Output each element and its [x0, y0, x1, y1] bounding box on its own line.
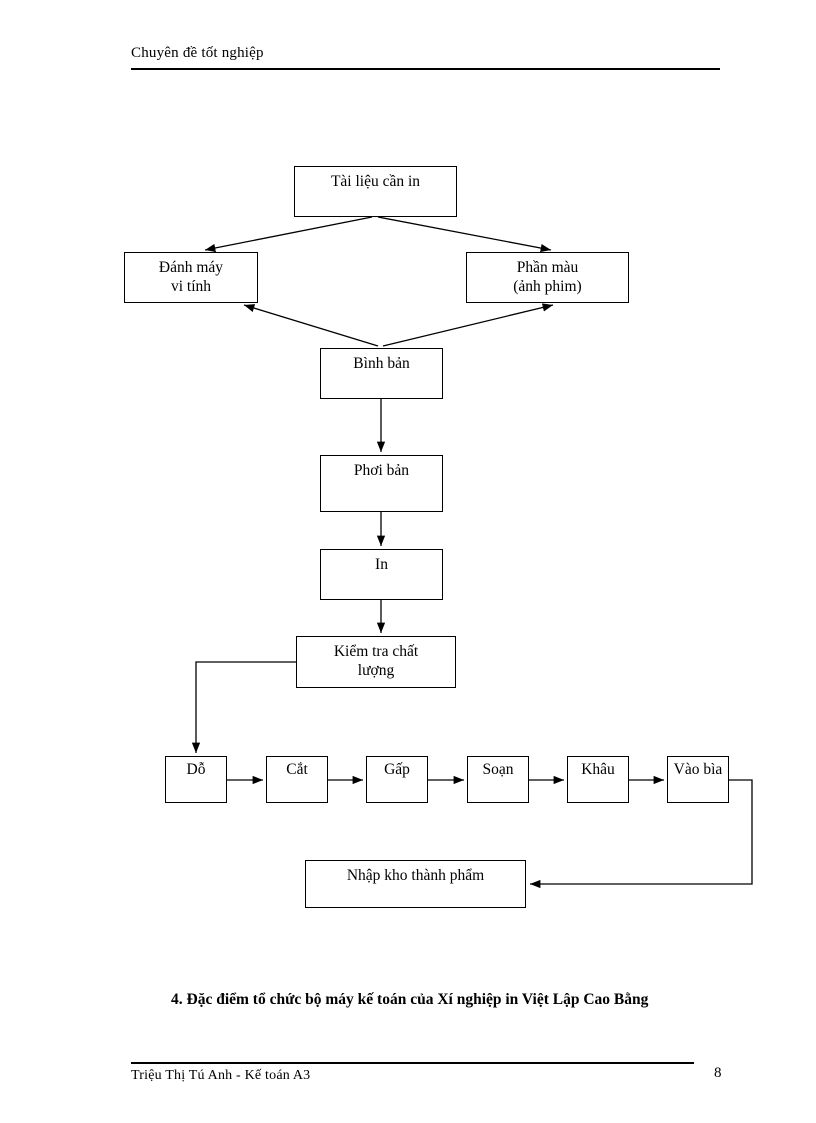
flow-node-phoi-ban: Phơi bản: [320, 455, 443, 512]
flow-node-tai-lieu-can-in: Tài liệu cần in: [294, 166, 457, 217]
flow-node-danh-may-vi-tinh: Đánh máy vi tính: [124, 252, 258, 303]
flow-node-label: Dỗ: [186, 761, 206, 778]
arrow-vaobia-to-nhapkho: [530, 779, 753, 889]
flow-node-cat: Cắt: [266, 756, 328, 803]
flow-node-phan-mau-anh-phim: Phần màu (ảnh phim): [466, 252, 629, 303]
header-title: Chuyên đề tốt nghiệp: [131, 45, 264, 61]
flow-node-do: Dỗ: [165, 756, 227, 803]
footer-divider: [131, 1062, 694, 1064]
arrow-binhban-to-danhmay: [243, 304, 379, 347]
page-header: Chuyên đề tốt nghiệp: [131, 44, 720, 62]
arrow-kiemtra-to-do: [191, 661, 296, 753]
flow-node-label: Nhập kho thành phẩm: [346, 867, 485, 884]
flow-node-binh-ban: Bình bản: [320, 348, 443, 399]
flow-node-label: Vào bìa: [673, 761, 723, 778]
flow-node-label: Đánh máy vi tính: [158, 259, 224, 295]
flow-node-label: In: [375, 556, 388, 573]
flow-node-label: Kiểm tra chất lượng: [333, 643, 419, 679]
flow-node-label: Bình bản: [353, 355, 410, 372]
section-heading: 4. Đặc điểm tổ chức bộ máy kế toán của X…: [171, 991, 649, 1008]
header-divider: [131, 68, 720, 70]
flow-node-vao-bia: Vào bìa: [667, 756, 729, 803]
page-number: 8: [714, 1065, 722, 1081]
flow-node-nhap-kho-thanh-pham: Nhập kho thành phẩm: [305, 860, 526, 908]
flow-node-label: Cắt: [286, 761, 308, 778]
flow-node-kiem-tra-chat-luong: Kiểm tra chất lượng: [296, 636, 456, 688]
flow-node-label: Gấp: [384, 761, 410, 778]
flow-node-label: Tài liệu cần in: [330, 173, 421, 190]
arrow-binhban-to-phanmau: [382, 303, 554, 347]
arrow-tailieu-to-danhmay: [204, 216, 373, 253]
flow-node-label: Khâu: [581, 761, 615, 778]
footer-author: Triệu Thị Tú Anh - Kế toán A3: [131, 1068, 311, 1083]
flow-node-khau: Khâu: [567, 756, 629, 803]
flow-node-soan: Soạn: [467, 756, 529, 803]
flow-node-label: Phơi bản: [353, 462, 410, 479]
flow-node-in: In: [320, 549, 443, 600]
arrow-tailieu-to-phanmau: [377, 216, 552, 253]
flow-node-gap: Gấp: [366, 756, 428, 803]
flow-node-label: Soạn: [482, 761, 514, 778]
flow-node-label: Phần màu (ảnh phim): [513, 259, 582, 295]
